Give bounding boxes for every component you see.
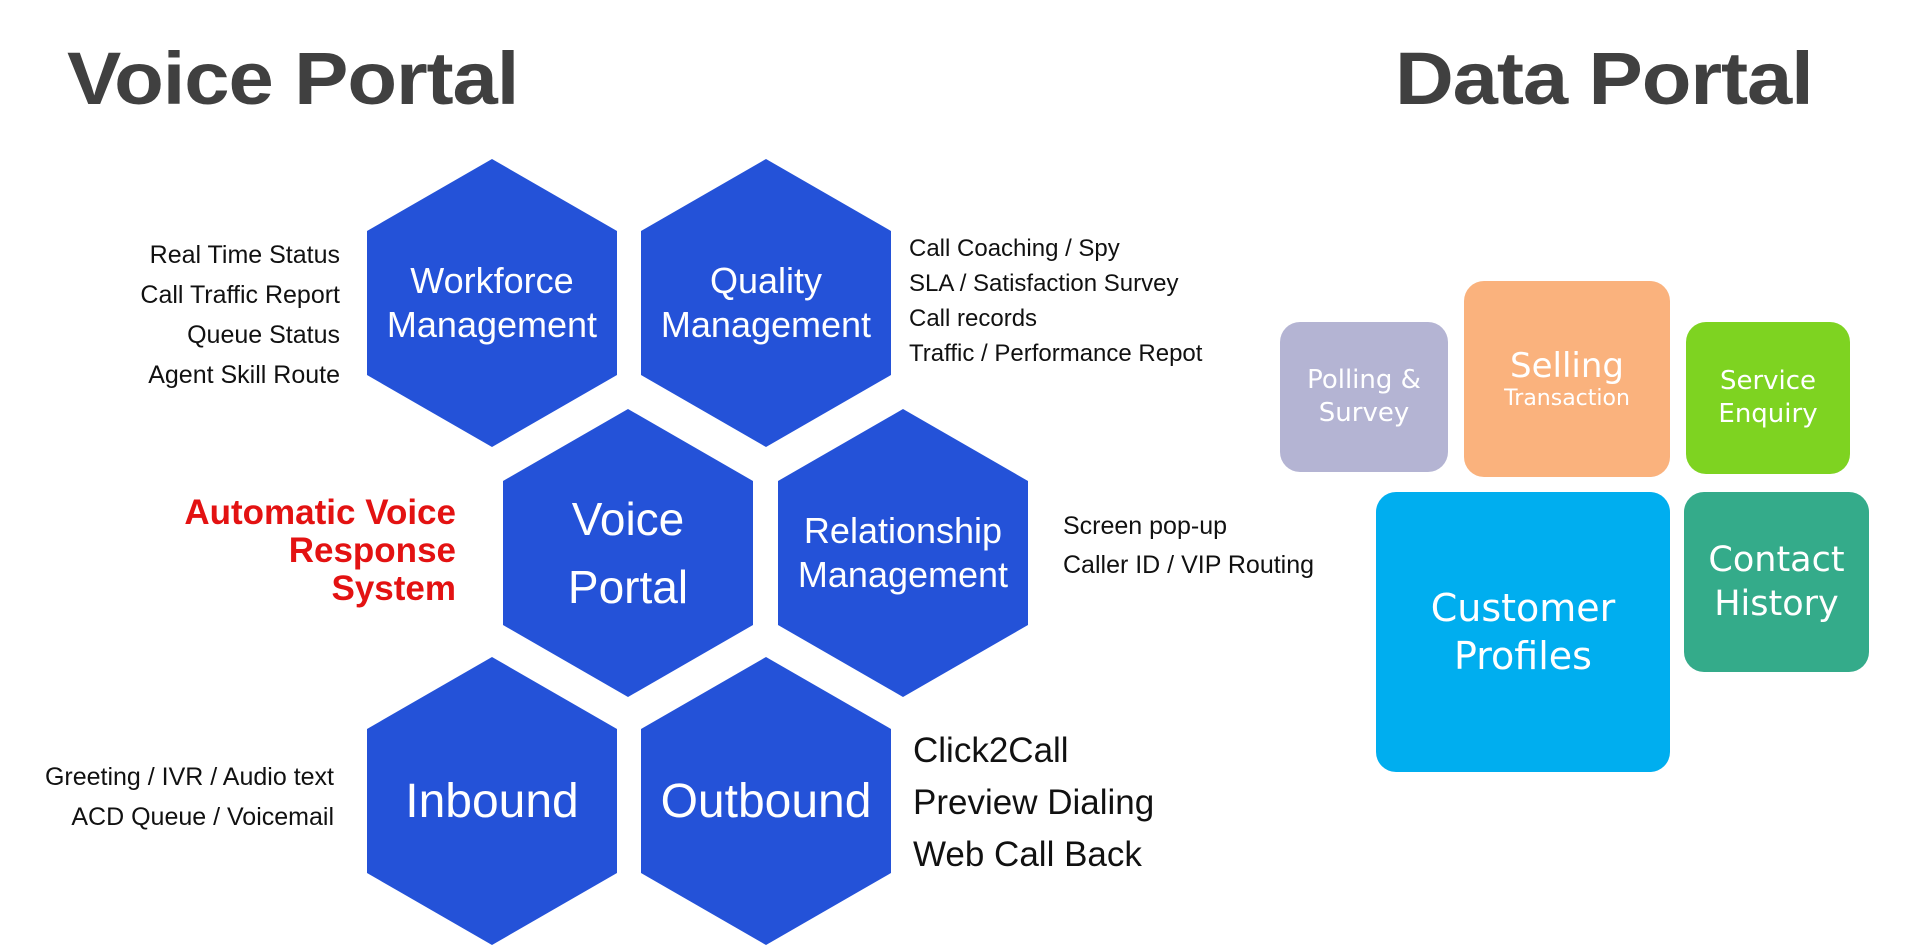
hex-voice-portal-label: Voice Portal: [567, 493, 689, 613]
inbound-notes: Greeting / IVR / Audio text ACD Queue / …: [45, 757, 334, 837]
hex-quality-label: Quality Management: [660, 260, 872, 345]
note-line: ACD Queue / Voicemail: [71, 803, 334, 831]
tile-selling: Selling Transaction: [1464, 281, 1670, 477]
tile-polling-survey: Polling & Survey: [1280, 322, 1448, 472]
outbound-notes: Click2Call Preview Dialing Web Call Back: [913, 725, 1154, 881]
note-line: Call Coaching / Spy: [909, 235, 1120, 262]
workforce-notes: Real Time Status Call Traffic Report Que…: [140, 235, 340, 395]
note-line: Call Traffic Report: [140, 281, 340, 309]
tile-service-label: Service Enquiry: [1718, 366, 1818, 429]
tile-polling-label: Polling & Survey: [1307, 365, 1421, 428]
tile-selling-title: Selling: [1510, 346, 1624, 386]
voice-portal-heading: Voice Portal: [67, 37, 519, 120]
hex-quality-management: Quality Management: [641, 159, 891, 447]
hex-outbound: Outbound: [641, 657, 891, 945]
relationship-notes: Screen pop-up Caller ID / VIP Routing: [1063, 507, 1314, 585]
note-line: Agent Skill Route: [148, 361, 340, 389]
tile-contact-label: Contact History: [1708, 540, 1845, 624]
hex-outbound-label: Outbound: [660, 774, 872, 828]
hex-voice-portal: Voice Portal: [503, 409, 753, 697]
note-line: SLA / Satisfaction Survey: [909, 270, 1179, 297]
tile-customer-label: Customer Profiles: [1430, 586, 1616, 678]
note-line: Greeting / IVR / Audio text: [44, 763, 334, 791]
tile-selling-subtitle: Transaction: [1504, 386, 1630, 411]
tile-customer-profiles: Customer Profiles: [1376, 492, 1670, 772]
note-line: Click2Call: [913, 731, 1069, 770]
note-line: Screen pop-up: [1063, 512, 1228, 540]
note-line: Real Time Status: [149, 241, 340, 269]
note-line: Caller ID / VIP Routing: [1063, 551, 1315, 579]
note-line: Call records: [909, 305, 1038, 332]
note-line: Preview Dialing: [913, 783, 1155, 822]
hex-inbound-label: Inbound: [405, 774, 579, 828]
note-line: Queue Status: [187, 321, 340, 349]
hex-relationship-label: Relationship Management: [797, 510, 1009, 595]
hex-workforce-label: Workforce Management: [386, 260, 598, 345]
note-line: Traffic / Performance Repot: [909, 340, 1203, 367]
hex-relationship-management: Relationship Management: [778, 409, 1028, 697]
data-portal-heading: Data Portal: [1395, 37, 1814, 120]
quality-notes: Call Coaching / Spy SLA / Satisfaction S…: [909, 231, 1202, 371]
hex-workforce-management: Workforce Management: [367, 159, 617, 447]
avrs-label: Automatic Voice Response System: [184, 493, 456, 608]
tile-service-enquiry: Service Enquiry: [1686, 322, 1850, 474]
tile-contact-history: Contact History: [1684, 492, 1869, 672]
note-line: Web Call Back: [913, 835, 1142, 874]
hex-inbound: Inbound: [367, 657, 617, 945]
